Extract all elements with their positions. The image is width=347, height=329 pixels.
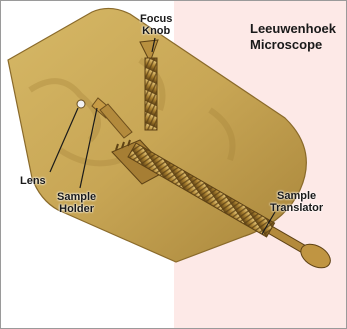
microscope-diagram: Leeuwenhoek Microscope Focus Knob Lens S… [0,0,347,329]
image-border [0,0,347,329]
